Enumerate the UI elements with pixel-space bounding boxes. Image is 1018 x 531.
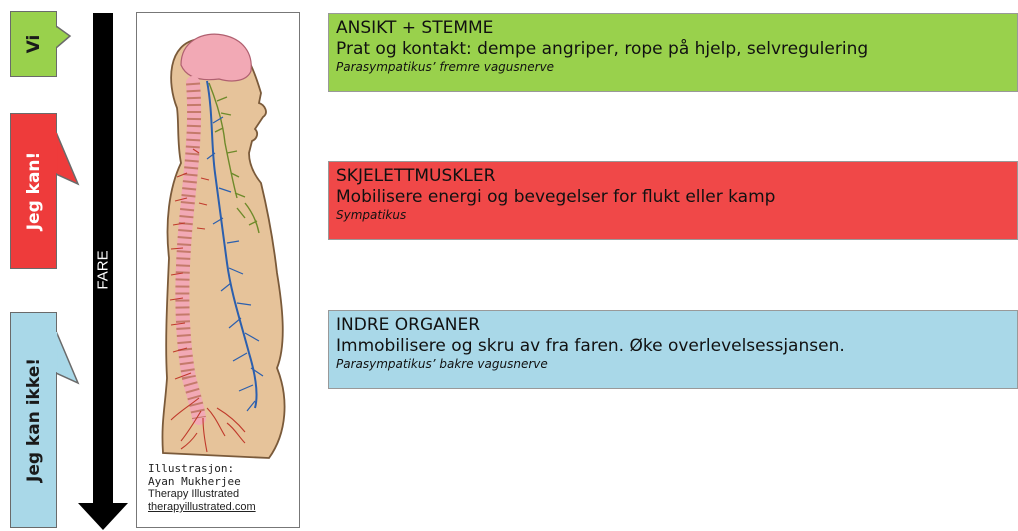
box-note: Parasympatikus’ fremre vagusnerve: [336, 60, 1017, 75]
box-text: Mobilisere energi og bevegelser for fluk…: [336, 187, 1017, 208]
jeg-kan-label: Jeg kan!: [24, 152, 44, 231]
vi-label: Vi: [24, 35, 44, 54]
box-note: Parasympatikus’ bakre vagusnerve: [336, 357, 1017, 372]
box-title: INDRE ORGANER: [336, 315, 1017, 336]
illustration-credit: Illustrasjon: Ayan Mukherjee Therapy Ill…: [148, 462, 256, 514]
box-title: ANSIKT + STEMME: [336, 18, 1017, 39]
inner-organs-box: INDRE ORGANER Immobilisere og skru av fr…: [328, 310, 1018, 389]
credit-heading: Illustrasjon:: [148, 462, 256, 475]
box-note: Sympatikus: [336, 208, 1017, 223]
skeletal-muscles-box: SKJELETTMUSKLER Mobilisere energi og bev…: [328, 161, 1018, 240]
bubble-tail: [56, 26, 72, 50]
nervous-system-illustration: [136, 12, 300, 528]
credit-org: Therapy Illustrated: [148, 488, 256, 501]
jeg-kan-ikke-bubble: Jeg kan ikke!: [10, 312, 57, 528]
box-text: Immobilisere og skru av fra faren. Øke o…: [336, 336, 1017, 357]
jeg-kan-bubble: Jeg kan!: [10, 113, 57, 269]
face-voice-box: ANSIKT + STEMME Prat og kontakt: dempe a…: [328, 13, 1018, 92]
box-title: SKJELETTMUSKLER: [336, 166, 1017, 187]
fare-label: FARE: [95, 250, 112, 289]
vi-bubble: Vi: [10, 11, 57, 77]
body-figure: [137, 13, 299, 527]
credit-link[interactable]: therapyillustrated.com: [148, 501, 256, 514]
box-text: Prat og kontakt: dempe angriper, rope på…: [336, 39, 1017, 60]
jeg-kan-ikke-label: Jeg kan ikke!: [24, 358, 44, 482]
credit-author: Ayan Mukherjee: [148, 475, 256, 488]
